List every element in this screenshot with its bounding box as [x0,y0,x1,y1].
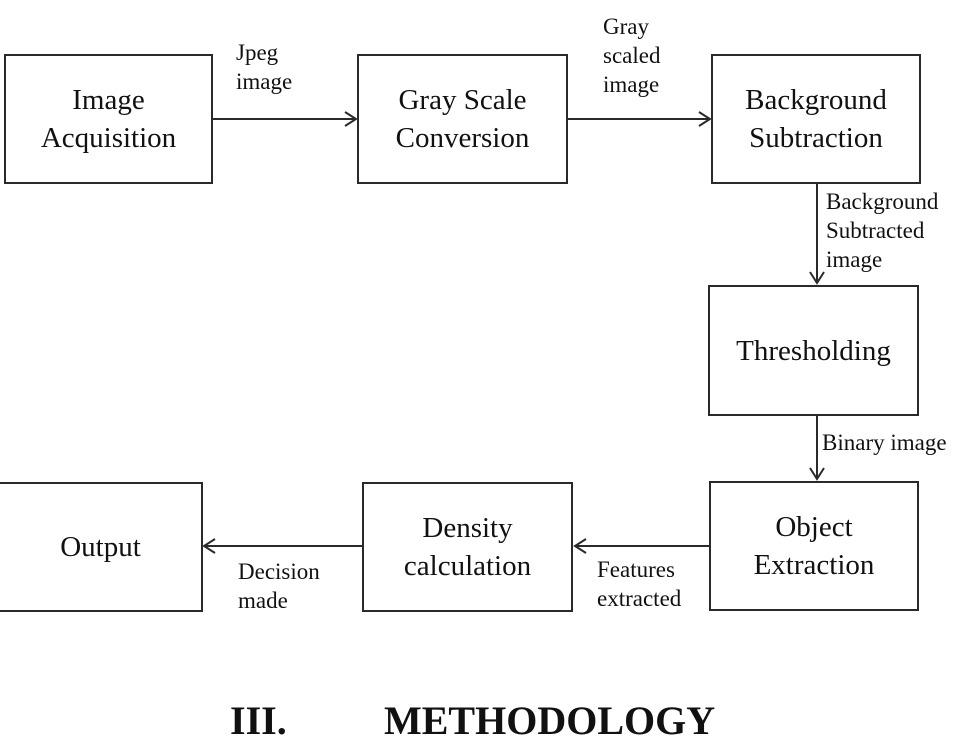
edge-label-background-subtracted-image: Background Subtracted image [826,189,939,272]
arrowhead-object [809,467,825,481]
node-thresholding: Thresholding [708,285,919,416]
node-object-extraction: Object Extraction [709,481,919,611]
edge-label-binary-image: Binary image [822,430,947,455]
section-number: III. [230,698,287,743]
arrowhead-background [698,111,712,127]
section-heading: III. METHODOLOGY [230,697,715,745]
edge-label-features-extracted: Features extracted [597,557,682,611]
node-label: Thresholding [736,334,891,367]
edge-label-gray-scaled-image: Gray scaled image [603,14,661,97]
arrowhead-density [573,538,587,554]
arrowhead-thresholding [809,271,825,285]
arrowhead-output [202,538,216,554]
node-density-calculation: Density calculation [362,482,573,612]
node-label: Density calculation [403,512,532,582]
edge-label-jpeg-image: Jpeg image [236,40,293,94]
arrowhead-grayscale [344,111,358,127]
node-background-subtraction: Background Subtraction [711,54,921,184]
section-title: METHODOLOGY [384,698,716,743]
node-output: Output [0,482,203,612]
edge-label-decision-made: Decision made [238,559,320,613]
node-label: Object Extraction [753,511,875,581]
node-label: Gray Scale Conversion [395,84,530,154]
node-label: Output [60,531,141,563]
node-label: Background Subtraction [745,84,887,154]
node-gray-scale-conversion: Gray Scale Conversion [357,54,568,184]
flow-connectors [202,111,825,554]
node-image-acquisition: Image Acquisition [4,54,213,184]
node-label: Image Acquisition [40,84,177,154]
